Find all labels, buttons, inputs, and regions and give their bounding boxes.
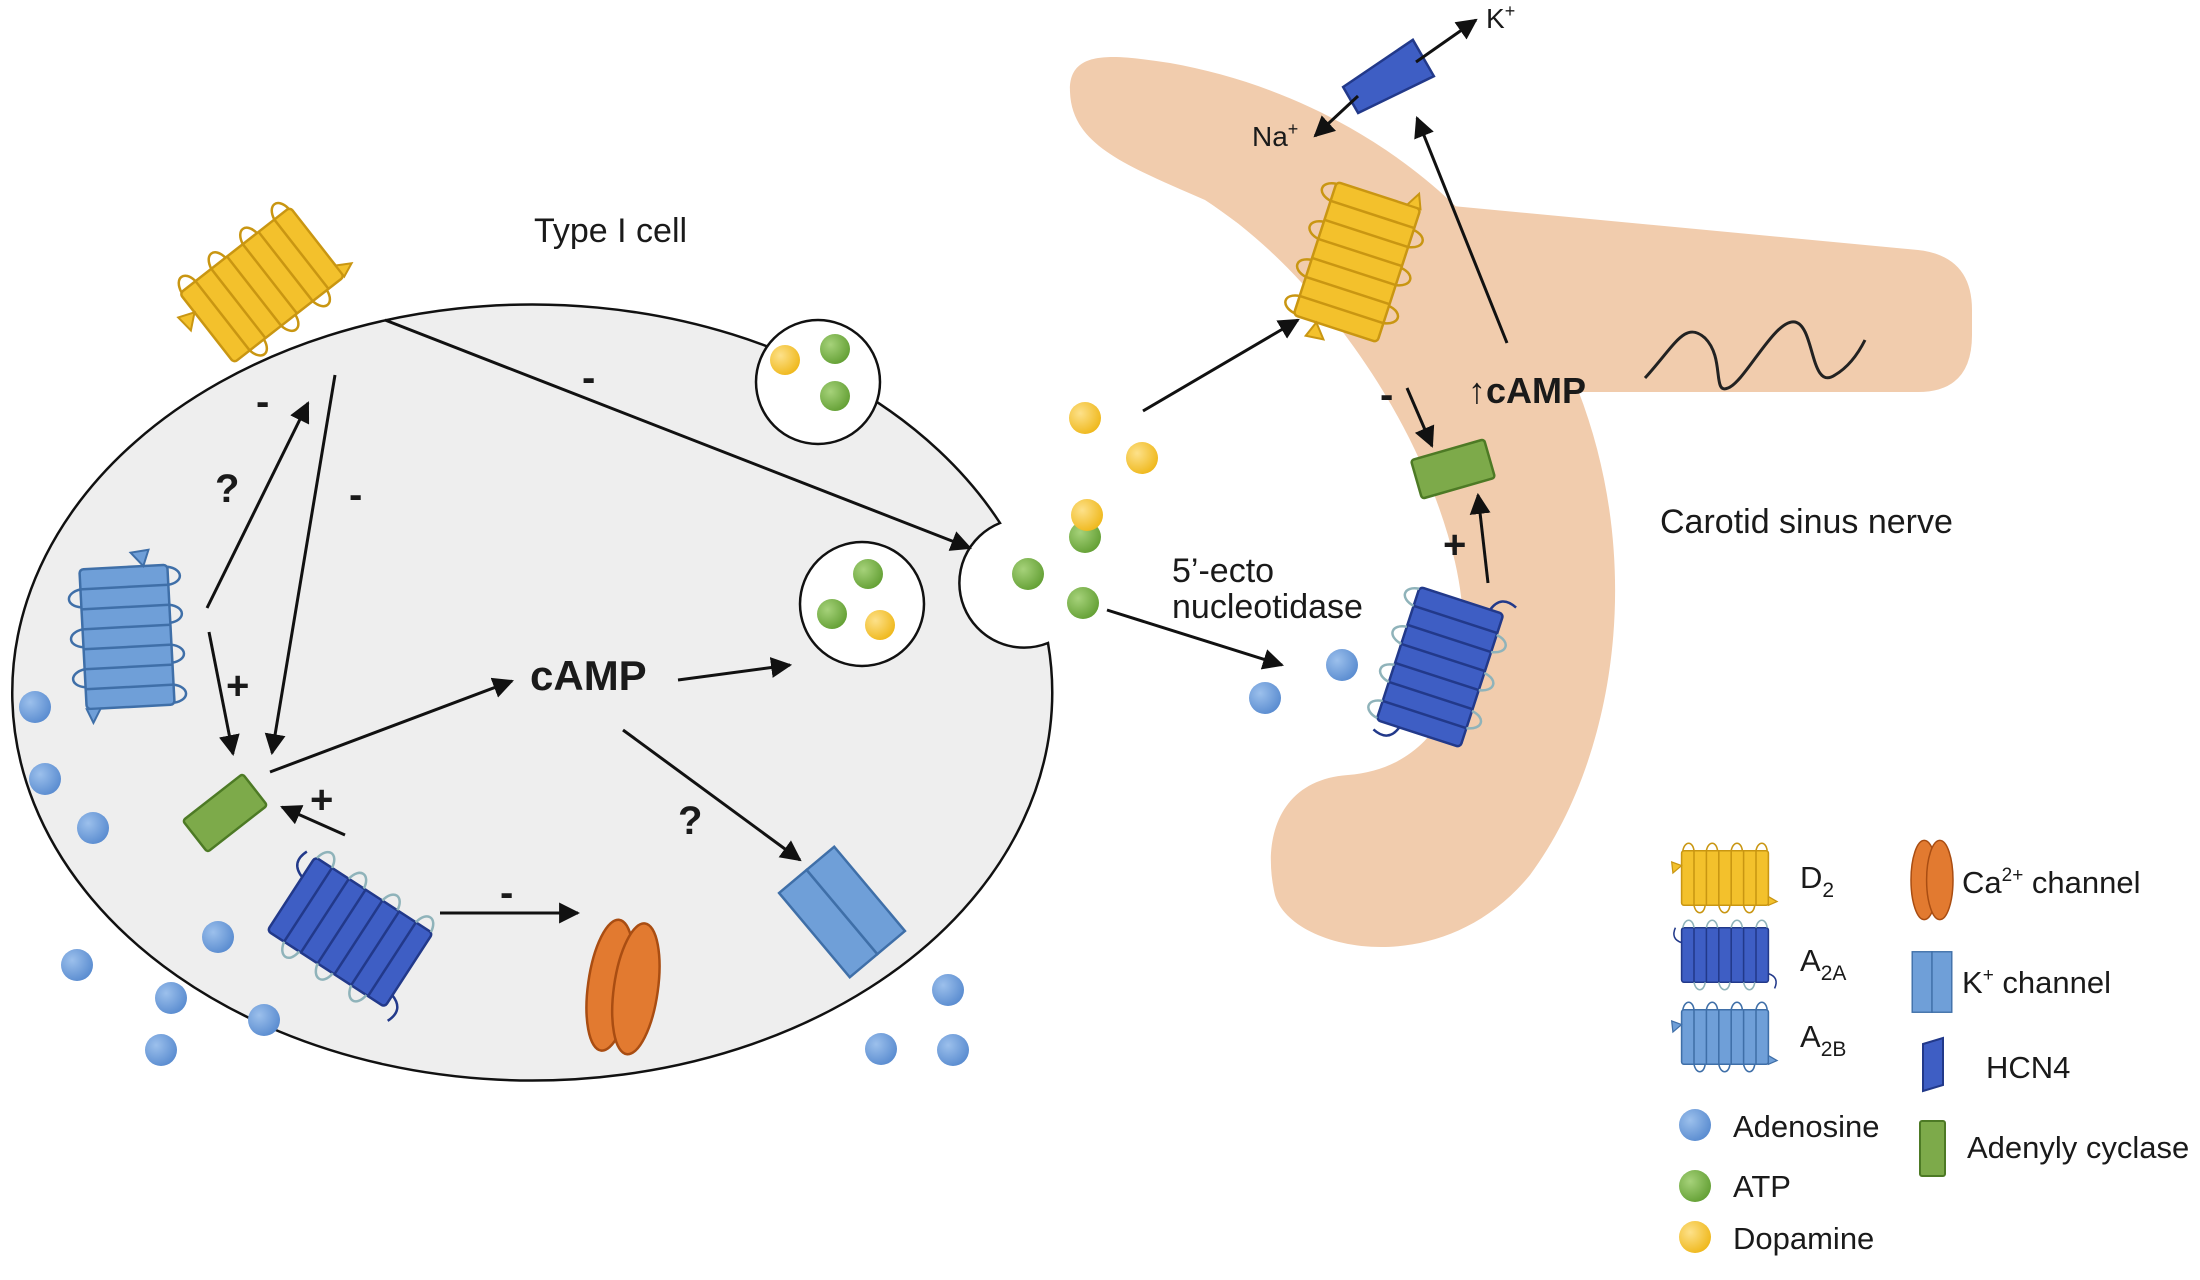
legend: D2 A2A A2B Adenosine ATP Dopamine Ca2+ c… (1670, 839, 2189, 1256)
plus-sign-a2b: + (226, 664, 249, 708)
atp-particles (1012, 521, 1101, 619)
signal-arrows (205, 18, 1509, 924)
legend-adenosine-icon (1679, 1109, 1711, 1141)
action-potential-squiggle (1643, 320, 1867, 391)
minus-sign-nerve: - (1380, 373, 1393, 417)
legend-ca-channel-label: Ca2+ channel (1962, 865, 2141, 900)
legend-adenosine-label: Adenosine (1733, 1109, 1880, 1144)
plus-sign-nerve: + (1443, 523, 1466, 567)
legend-k-channel-icon (1911, 951, 1953, 1013)
minus-sign-d2: - (256, 380, 269, 424)
camp-up-label: ↑cAMP (1468, 370, 1586, 411)
legend-a2b-label: A2B (1800, 1019, 1846, 1061)
camp-label: cAMP (530, 652, 647, 699)
minus-sign-d2-to-ks: - (582, 356, 595, 400)
type1-cell-label: Type I cell (534, 212, 687, 250)
hcn4-channel-nerve (1341, 38, 1436, 115)
vesicle-bottom (798, 540, 926, 668)
potassium-ion-label: K+ (1486, 1, 1515, 34)
legend-hcn4-label: HCN4 (1986, 1050, 2070, 1085)
legend-dopamine-icon (1679, 1221, 1711, 1253)
carotid-sinus-nerve-label: Carotid sinus nerve (1660, 503, 1953, 541)
legend-d2-label: D2 (1800, 860, 1834, 902)
minus-sign-d2-to-ac: - (349, 473, 362, 517)
legend-d2-icon (1670, 842, 1778, 914)
legend-adenylyl-cyclase-icon (1919, 1120, 1946, 1177)
legend-atp-label: ATP (1733, 1169, 1791, 1204)
ecto-nucleotidase-line2: nucleotidase (1172, 588, 1363, 626)
dopamine-particles (1069, 402, 1158, 531)
legend-a2b-icon (1670, 1001, 1778, 1073)
legend-a2a-label: A2A (1800, 943, 1846, 985)
plus-sign-a2a: + (310, 778, 333, 822)
legend-hcn4-icon (1922, 1036, 1944, 1093)
adenosine-particles (19, 649, 1358, 1066)
ecto-nucleotidase-line1: 5’-ecto (1172, 552, 1274, 590)
legend-adenylyl-cyclase-label: Adenyly cyclase (1967, 1130, 2189, 1165)
vesicle-top (754, 318, 882, 446)
legend-k-channel-label: K+ channel (1962, 965, 2111, 1000)
question-mark-camp-k: ? (678, 799, 702, 843)
legend-dopamine-label: Dopamine (1733, 1221, 1874, 1256)
legend-atp-icon (1679, 1170, 1711, 1202)
sodium-ion-label: Na+ (1252, 119, 1298, 152)
minus-sign-ca: - (500, 871, 513, 915)
legend-a2a-icon (1673, 919, 1777, 991)
legend-ca-channel-icon (1910, 839, 1954, 921)
question-mark-a2b: ? (215, 467, 239, 511)
